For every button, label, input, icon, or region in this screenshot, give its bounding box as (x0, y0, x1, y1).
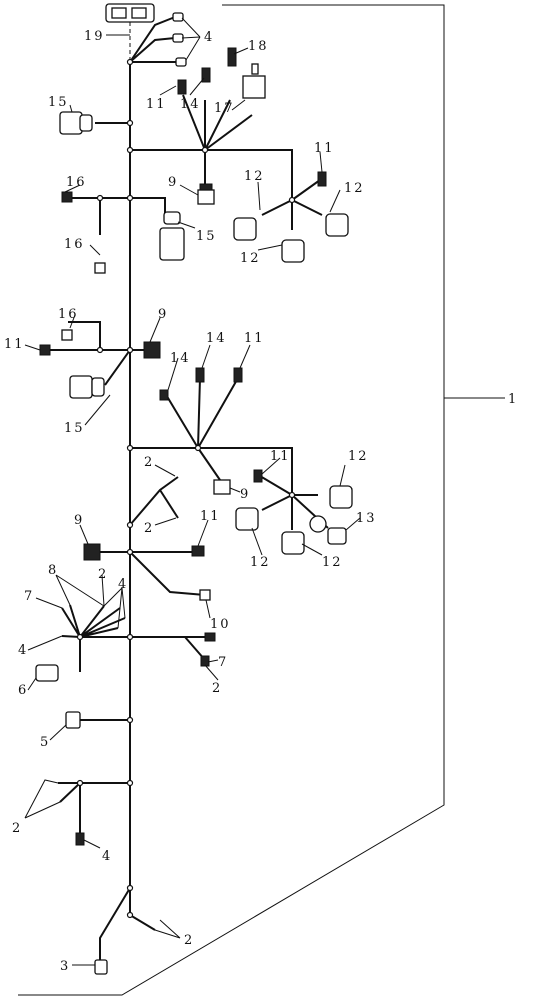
callout-18: 18 (248, 39, 269, 54)
connector-4-top-b (172, 33, 184, 43)
callout-9-bottom: 9 (74, 513, 84, 528)
callout-15-lower: 15 (64, 421, 85, 436)
upper-right-branch (130, 94, 323, 230)
connector-5 (65, 711, 81, 729)
callout-12-upper-a: 12 (244, 169, 265, 184)
connector-13 (309, 515, 347, 545)
connector-15-upper (59, 111, 93, 135)
connector-4-bottom (75, 832, 85, 846)
connector-11-mid-right (233, 367, 243, 383)
callout-4-cluster: 4 (118, 577, 128, 592)
callout-7-left: 7 (24, 589, 34, 604)
callout-2-mid-b: 2 (144, 521, 154, 536)
callout-11-bottom: 11 (200, 509, 221, 524)
connector-9-mid (143, 341, 161, 359)
callout-2-mid-a: 2 (144, 455, 154, 470)
callout-10: 10 (210, 617, 231, 632)
connector-14-mid-b (195, 367, 205, 383)
connector-18 (227, 47, 259, 75)
connector-19 (105, 3, 155, 23)
callout-9-upper: 9 (168, 175, 178, 190)
branch-mid-left (48, 321, 150, 386)
callout-11-mid-right: 11 (244, 331, 265, 346)
connector-4-top-c (175, 57, 187, 67)
callout-7-right: 7 (218, 655, 228, 670)
connector-6 (35, 664, 59, 682)
callout-4-top: 4 (204, 30, 214, 45)
connector-16-mid (94, 262, 106, 274)
branch-lower-2-4 (58, 782, 130, 838)
callout-2-cluster: 2 (98, 567, 108, 582)
callout-16-upper: 16 (66, 175, 87, 190)
connector-3 (94, 959, 108, 975)
callout-8: 8 (48, 563, 58, 578)
callout-labels: 1 19 4 18 15 11 14 17 11 9 12 12 16 15 1… (4, 29, 518, 974)
callout-14-mid-a: 14 (170, 351, 191, 366)
connector-10 (199, 589, 211, 601)
connector-9-upper (197, 183, 215, 205)
branch-mid-right (130, 377, 329, 530)
callout-15-mid: 15 (196, 229, 217, 244)
callout-5: 5 (40, 735, 50, 750)
callout-2-lower: 2 (12, 821, 22, 836)
connectors-12-upper (233, 213, 349, 263)
branch-bottom (99, 887, 156, 960)
callout-2-bottom: 2 (184, 933, 194, 948)
callout-9-mid: 9 (158, 307, 168, 322)
connector-7-right (204, 632, 216, 642)
connector-9-bottom (83, 543, 101, 561)
branch-top-4 (129, 16, 178, 63)
callout-1: 1 (508, 392, 518, 407)
callout-4-bottom: 4 (102, 849, 112, 864)
connector-11-upper-left (177, 79, 187, 95)
connector-9-lower (213, 479, 231, 495)
branch-2-mid (129, 476, 179, 526)
callout-11-mid-lower: 11 (270, 449, 291, 464)
callout-14-upper: 14 (180, 97, 201, 112)
callout-11-upper-right: 11 (314, 141, 335, 156)
callout-3: 3 (60, 959, 70, 974)
connector-16-upper (61, 191, 73, 203)
branch-16-15-upper (70, 197, 166, 235)
connector-11-mid-lower (253, 469, 263, 483)
callout-19: 19 (84, 29, 105, 44)
connector-17 (242, 75, 266, 99)
connectors-12-lower (235, 485, 353, 555)
branch-lower-left (61, 604, 212, 672)
leader-lines (24, 17, 361, 966)
connector-11-bottom (191, 545, 205, 557)
callout-11-upper-left: 11 (146, 97, 167, 112)
callout-2-right: 2 (212, 681, 222, 696)
callout-4-left: 4 (18, 643, 28, 658)
callout-14-mid-b: 14 (206, 331, 227, 346)
branch-9-11-10 (100, 551, 206, 596)
trunk-junction-nodes (76, 58, 296, 919)
callout-12-mid-right: 12 (348, 449, 369, 464)
connector-14-upper (201, 67, 211, 83)
connector-2-lower (200, 655, 210, 667)
callout-6: 6 (18, 683, 28, 698)
callout-9-lower: 9 (240, 487, 250, 502)
callout-12-lower-a: 12 (250, 555, 271, 570)
harness-bracket-line (18, 4, 445, 996)
connector-16-lower (61, 329, 73, 341)
connector-11-mid-left (39, 344, 51, 356)
callout-15-upper: 15 (48, 95, 69, 110)
callout-16-mid: 16 (64, 237, 85, 252)
callout-12-upper-b: 12 (344, 181, 365, 196)
callout-13: 13 (356, 511, 377, 526)
callout-12-lower-b: 12 (322, 555, 343, 570)
connector-15-lower (69, 375, 105, 399)
callout-12-upper-c: 12 (240, 251, 261, 266)
callout-17: 17 (214, 101, 235, 116)
connector-11-upper-right (317, 171, 327, 187)
callout-16-lower: 16 (58, 307, 79, 322)
connector-14-mid-a (159, 389, 169, 401)
connector-15-mid (159, 211, 185, 261)
connector-4-top-a (172, 12, 184, 22)
callout-11-mid-left: 11 (4, 337, 25, 352)
